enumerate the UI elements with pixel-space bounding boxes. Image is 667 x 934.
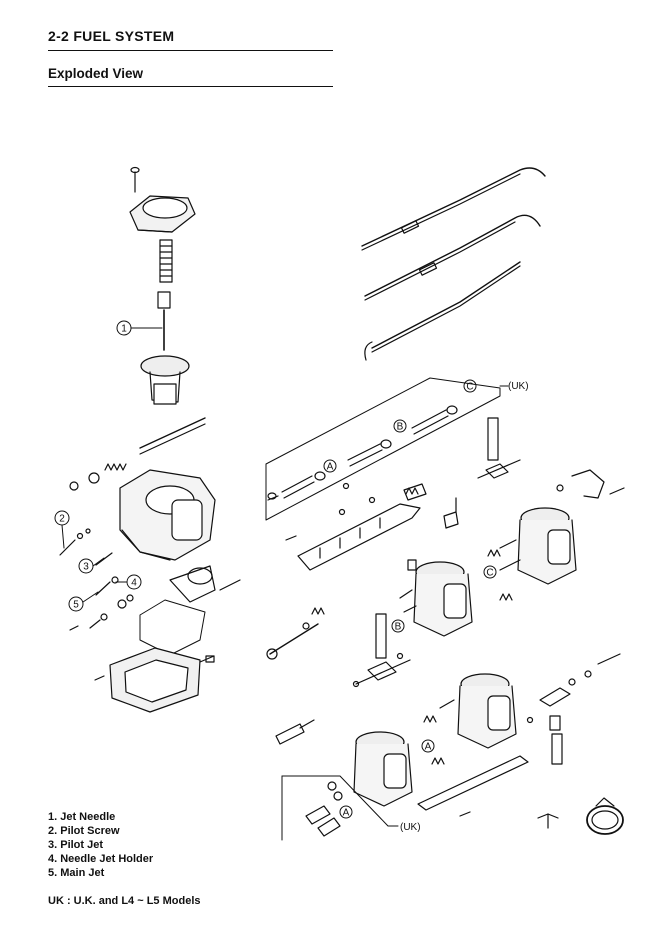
uk-label-bottom: (UK) <box>400 822 421 833</box>
svg-text:A: A <box>425 742 432 753</box>
uk-label-top: (UK) <box>508 381 529 392</box>
legend-item: 1. Jet Needle <box>48 811 116 823</box>
callout-4: 4 <box>115 574 142 590</box>
section-rule <box>48 86 333 87</box>
svg-text:2: 2 <box>59 514 65 525</box>
parts-legend: 1. Jet Needle 2. Pilot Screw 3. Pilot Je… <box>48 810 153 880</box>
spring <box>159 239 173 283</box>
callout-2: 2 <box>54 510 70 549</box>
callout-b-top: B <box>393 419 407 433</box>
svg-text:5: 5 <box>73 600 79 611</box>
callout-b-mid: B <box>391 619 405 633</box>
throttle-cables <box>361 167 546 361</box>
svg-text:A: A <box>343 808 350 819</box>
page-title: 2-2 FUEL SYSTEM <box>48 28 175 44</box>
header-rule <box>48 50 333 51</box>
svg-text:4: 4 <box>131 578 137 589</box>
section-title: Exploded View <box>48 66 144 81</box>
callout-1: 1 <box>116 320 163 336</box>
lower-carburetors <box>275 613 624 841</box>
callout-c-top: C <box>463 379 477 393</box>
top-cover-assembly <box>129 166 196 405</box>
callout-5: 5 <box>68 591 99 612</box>
carburetor-bank <box>266 417 625 660</box>
model-footnote: UK : U.K. and L4 ~ L5 Models <box>48 895 201 907</box>
legend-item: 2. Pilot Screw <box>48 825 120 837</box>
left-carburetor-body <box>59 417 241 713</box>
fuel-hose-box <box>265 377 509 521</box>
svg-text:B: B <box>397 422 404 433</box>
callout-a-mid: A <box>421 739 435 753</box>
callout-3: 3 <box>78 557 105 574</box>
svg-text:C: C <box>466 382 473 393</box>
legend-item: 5. Main Jet <box>48 867 105 879</box>
callout-a-top: A <box>323 459 337 473</box>
svg-text:1: 1 <box>121 324 127 335</box>
svg-text:B: B <box>395 622 402 633</box>
svg-text:A: A <box>327 462 334 473</box>
callout-c-mid: C <box>483 565 497 579</box>
callout-a-bottom: A <box>339 805 353 819</box>
legend-item: 4. Needle Jet Holder <box>48 853 154 865</box>
legend-item: 3. Pilot Jet <box>48 839 104 851</box>
svg-text:C: C <box>486 568 493 579</box>
svg-text:3: 3 <box>83 562 89 573</box>
